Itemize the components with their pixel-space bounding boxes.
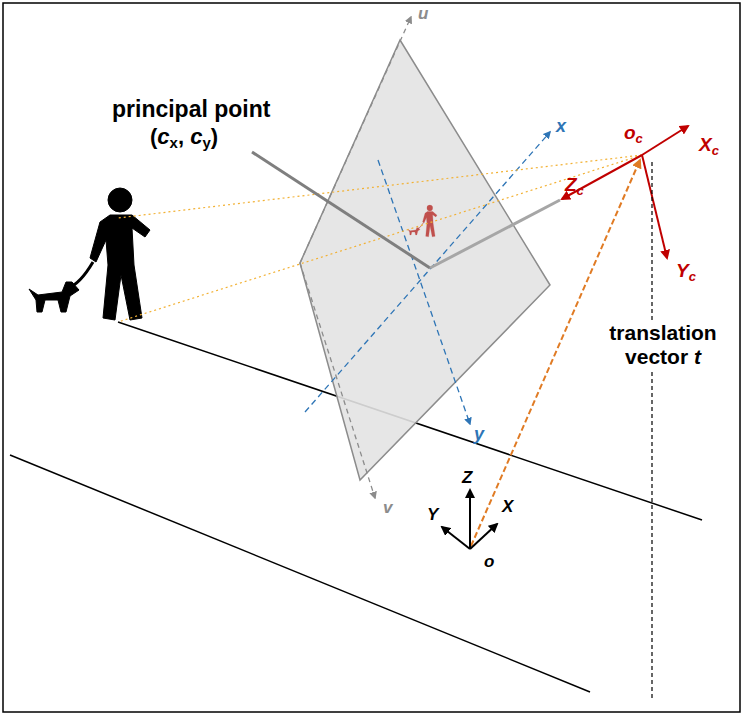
projection-ray: [118, 155, 642, 322]
v-axis: [300, 263, 375, 498]
axis-label: Yc: [676, 260, 696, 285]
axis-label: x: [556, 116, 566, 137]
coordinate-label: (cx, cy): [150, 124, 218, 152]
origin-label: oc: [624, 122, 643, 147]
axis-label: u: [418, 4, 428, 24]
projection-ray: [118, 155, 642, 218]
text-run: c: [577, 183, 584, 198]
axis-label: Y: [427, 505, 438, 525]
x-axis: [305, 132, 550, 412]
world-y-axis: [442, 527, 470, 549]
text-run: c: [689, 269, 696, 284]
world-x-axis: [470, 524, 497, 549]
text-run: x: [556, 116, 566, 136]
axis-label: Zc: [565, 174, 584, 199]
optical-axis: [430, 200, 560, 268]
text-run: c: [157, 124, 169, 149]
text-run: y: [474, 424, 484, 444]
vector-label: translation vector t: [590, 320, 736, 370]
axis-label: y: [474, 424, 484, 445]
text-run: X: [699, 134, 712, 155]
camera-x-axis: [642, 126, 688, 155]
projected-figure: [408, 205, 437, 237]
text-run: Y: [676, 260, 689, 281]
camera-y-axis: [642, 155, 667, 258]
person-with-dog: [29, 188, 150, 320]
origin-label: o: [484, 552, 494, 572]
text-run: u: [418, 4, 428, 23]
text-run: ,: [178, 124, 190, 149]
text-run: Z: [565, 174, 577, 195]
text-run: ): [211, 124, 218, 149]
text-run: X: [502, 497, 513, 516]
text-run: c: [712, 143, 719, 158]
y-axis: [378, 160, 470, 424]
text-run: o: [484, 552, 494, 571]
text-run: t: [694, 345, 701, 368]
text-run: Z: [462, 468, 472, 487]
text-run: Y: [427, 505, 438, 524]
world-z-axis: [469, 490, 471, 549]
u-axis: [300, 17, 411, 263]
axis-label: Xc: [699, 134, 719, 159]
axis-label: Z: [462, 468, 472, 488]
text-run: y: [202, 134, 210, 151]
frame: [3, 3, 740, 712]
axis-label: X: [502, 497, 513, 517]
camera-z-axis: [562, 155, 642, 199]
title-label: principal point: [112, 96, 270, 122]
text-run: principal point: [112, 96, 270, 122]
text-run: c: [636, 131, 643, 146]
ground-line: [10, 455, 590, 692]
image-plane: [300, 40, 550, 480]
text-run: x: [170, 134, 178, 151]
text-run: v: [383, 498, 392, 517]
text-run: o: [624, 122, 636, 143]
leader-line: [252, 152, 430, 268]
text-run: (: [150, 124, 157, 149]
vertical-dashed-line: [651, 162, 652, 700]
text-run: c: [190, 124, 202, 149]
axis-label: v: [383, 498, 392, 518]
